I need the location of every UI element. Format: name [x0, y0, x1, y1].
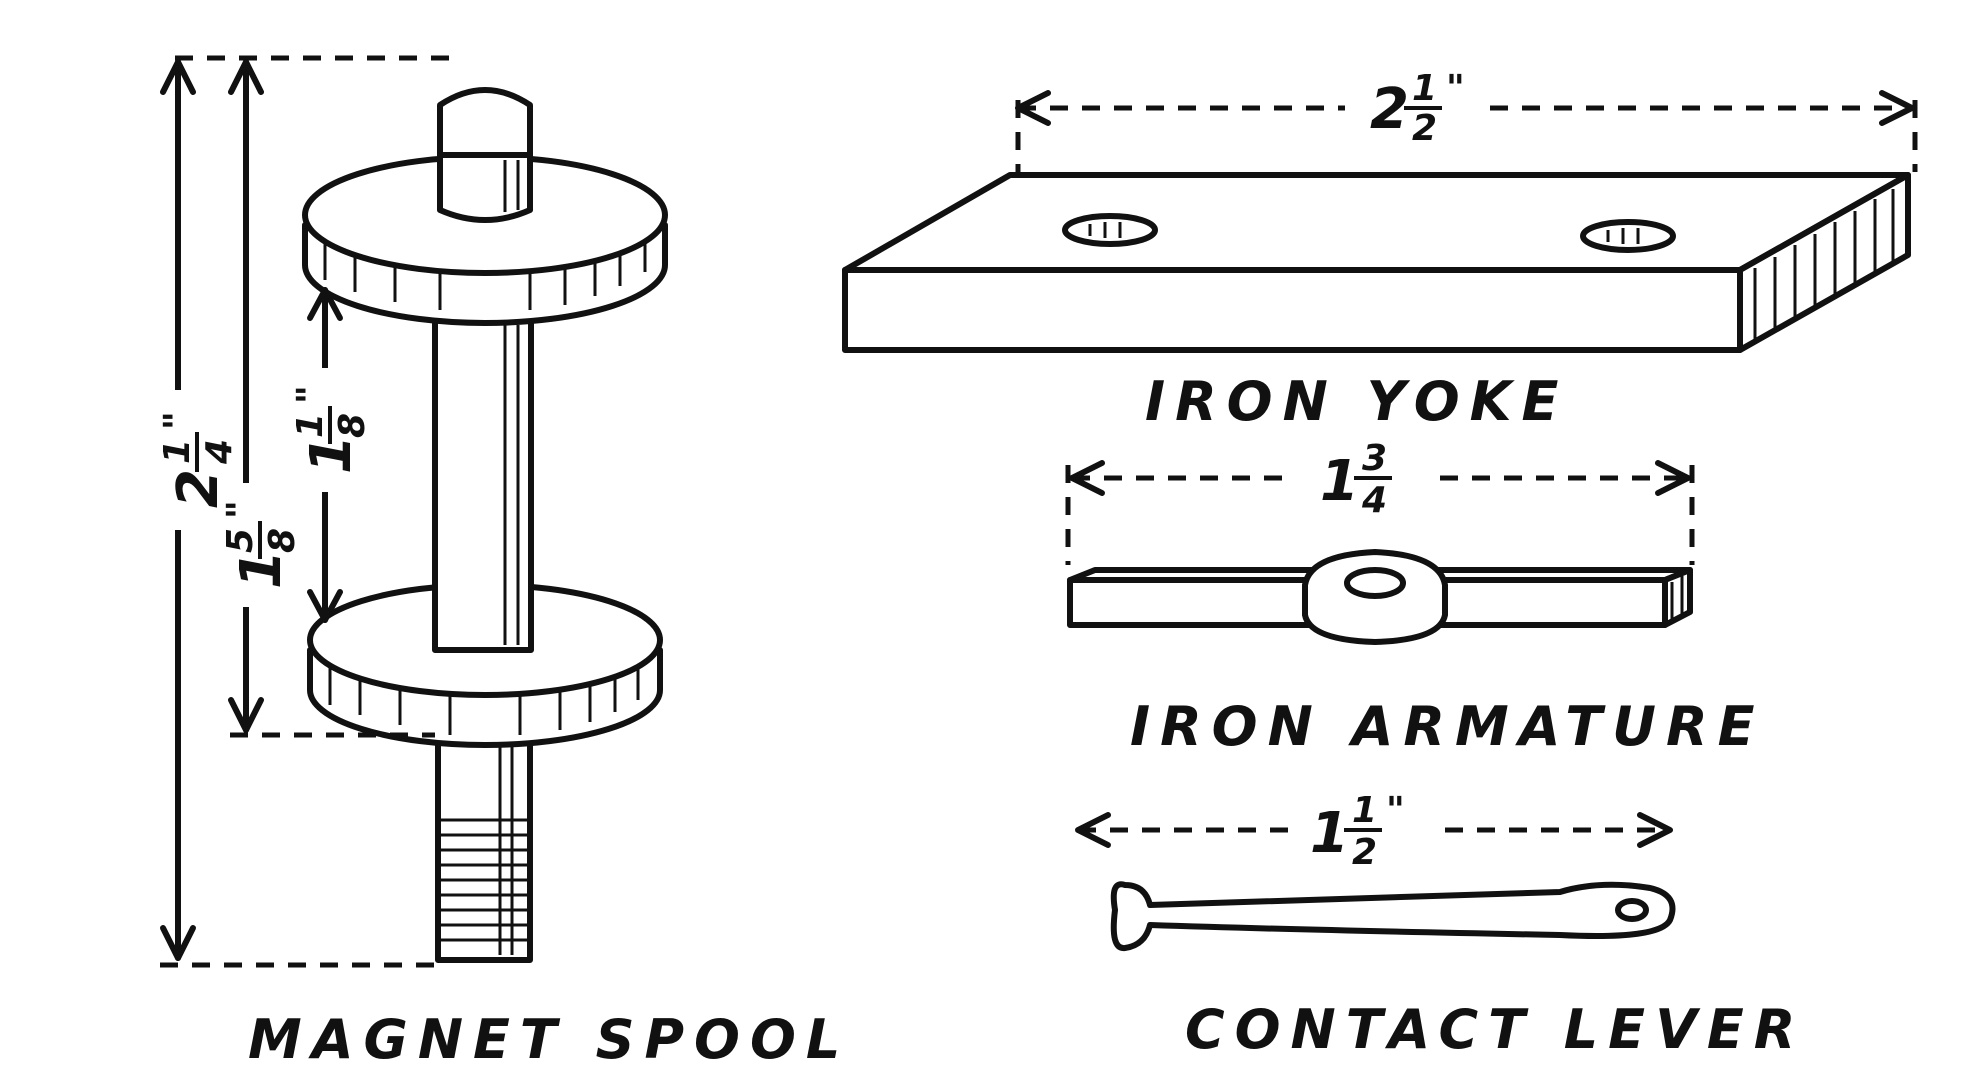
- dim-denominator: 4: [1361, 480, 1387, 521]
- dim-numerator: 5: [220, 528, 261, 553]
- dim-denominator: 4: [199, 439, 240, 465]
- iron-yoke-drawing: [842, 172, 1911, 353]
- dim-inch-mark: ": [290, 385, 331, 404]
- armature-dimension: 1 3 4: [1065, 438, 1695, 565]
- dim-label-spool-winding: 1 1 8 ": [288, 368, 373, 492]
- iron-armature-drawing: [1067, 549, 1693, 645]
- dim-whole: 1: [1320, 449, 1359, 514]
- dim-denominator: 2: [1412, 108, 1437, 149]
- lever-dimension: 1 1 2 ": [1075, 790, 1673, 873]
- yoke-hole-left: [1062, 213, 1158, 247]
- spool-threaded-stud: [435, 737, 533, 963]
- dim-numerator: 3: [1362, 438, 1387, 479]
- spool-core: [432, 317, 534, 653]
- yoke-dimension: 2 1 2 ": [1015, 68, 1918, 172]
- dim-numerator: 1: [1352, 790, 1377, 831]
- dim-denominator: 8: [332, 413, 373, 438]
- dim-whole: 1: [1310, 801, 1349, 866]
- dim-denominator: 2: [1352, 832, 1377, 873]
- dim-label-spool-body: 1 5 8 ": [218, 483, 303, 607]
- dim-inch-mark: ": [1446, 68, 1465, 109]
- caption-magnet-spool: MAGNET SPOOL: [248, 1008, 850, 1071]
- spool-top-pin: [437, 87, 533, 223]
- caption-iron-armature: IRON ARMATURE: [1130, 695, 1764, 758]
- yoke-hole-right: [1580, 219, 1676, 253]
- dim-inch-mark: ": [1386, 790, 1405, 831]
- caption-iron-yoke: IRON YOKE: [1145, 370, 1568, 433]
- dim-whole: 2: [1370, 77, 1409, 142]
- dim-inch-mark: ": [157, 411, 198, 430]
- dim-numerator: 1: [1412, 68, 1437, 109]
- dim-numerator: 1: [290, 413, 331, 438]
- caption-contact-lever: CONTACT LEVER: [1185, 998, 1805, 1061]
- contact-lever-drawing: [1110, 881, 1676, 952]
- dim-inch-mark: ": [220, 500, 261, 519]
- dim-label-spool-overall: 2 1 4 ": [153, 390, 240, 530]
- dim-denominator: 8: [262, 528, 303, 553]
- dim-numerator: 1: [157, 439, 198, 464]
